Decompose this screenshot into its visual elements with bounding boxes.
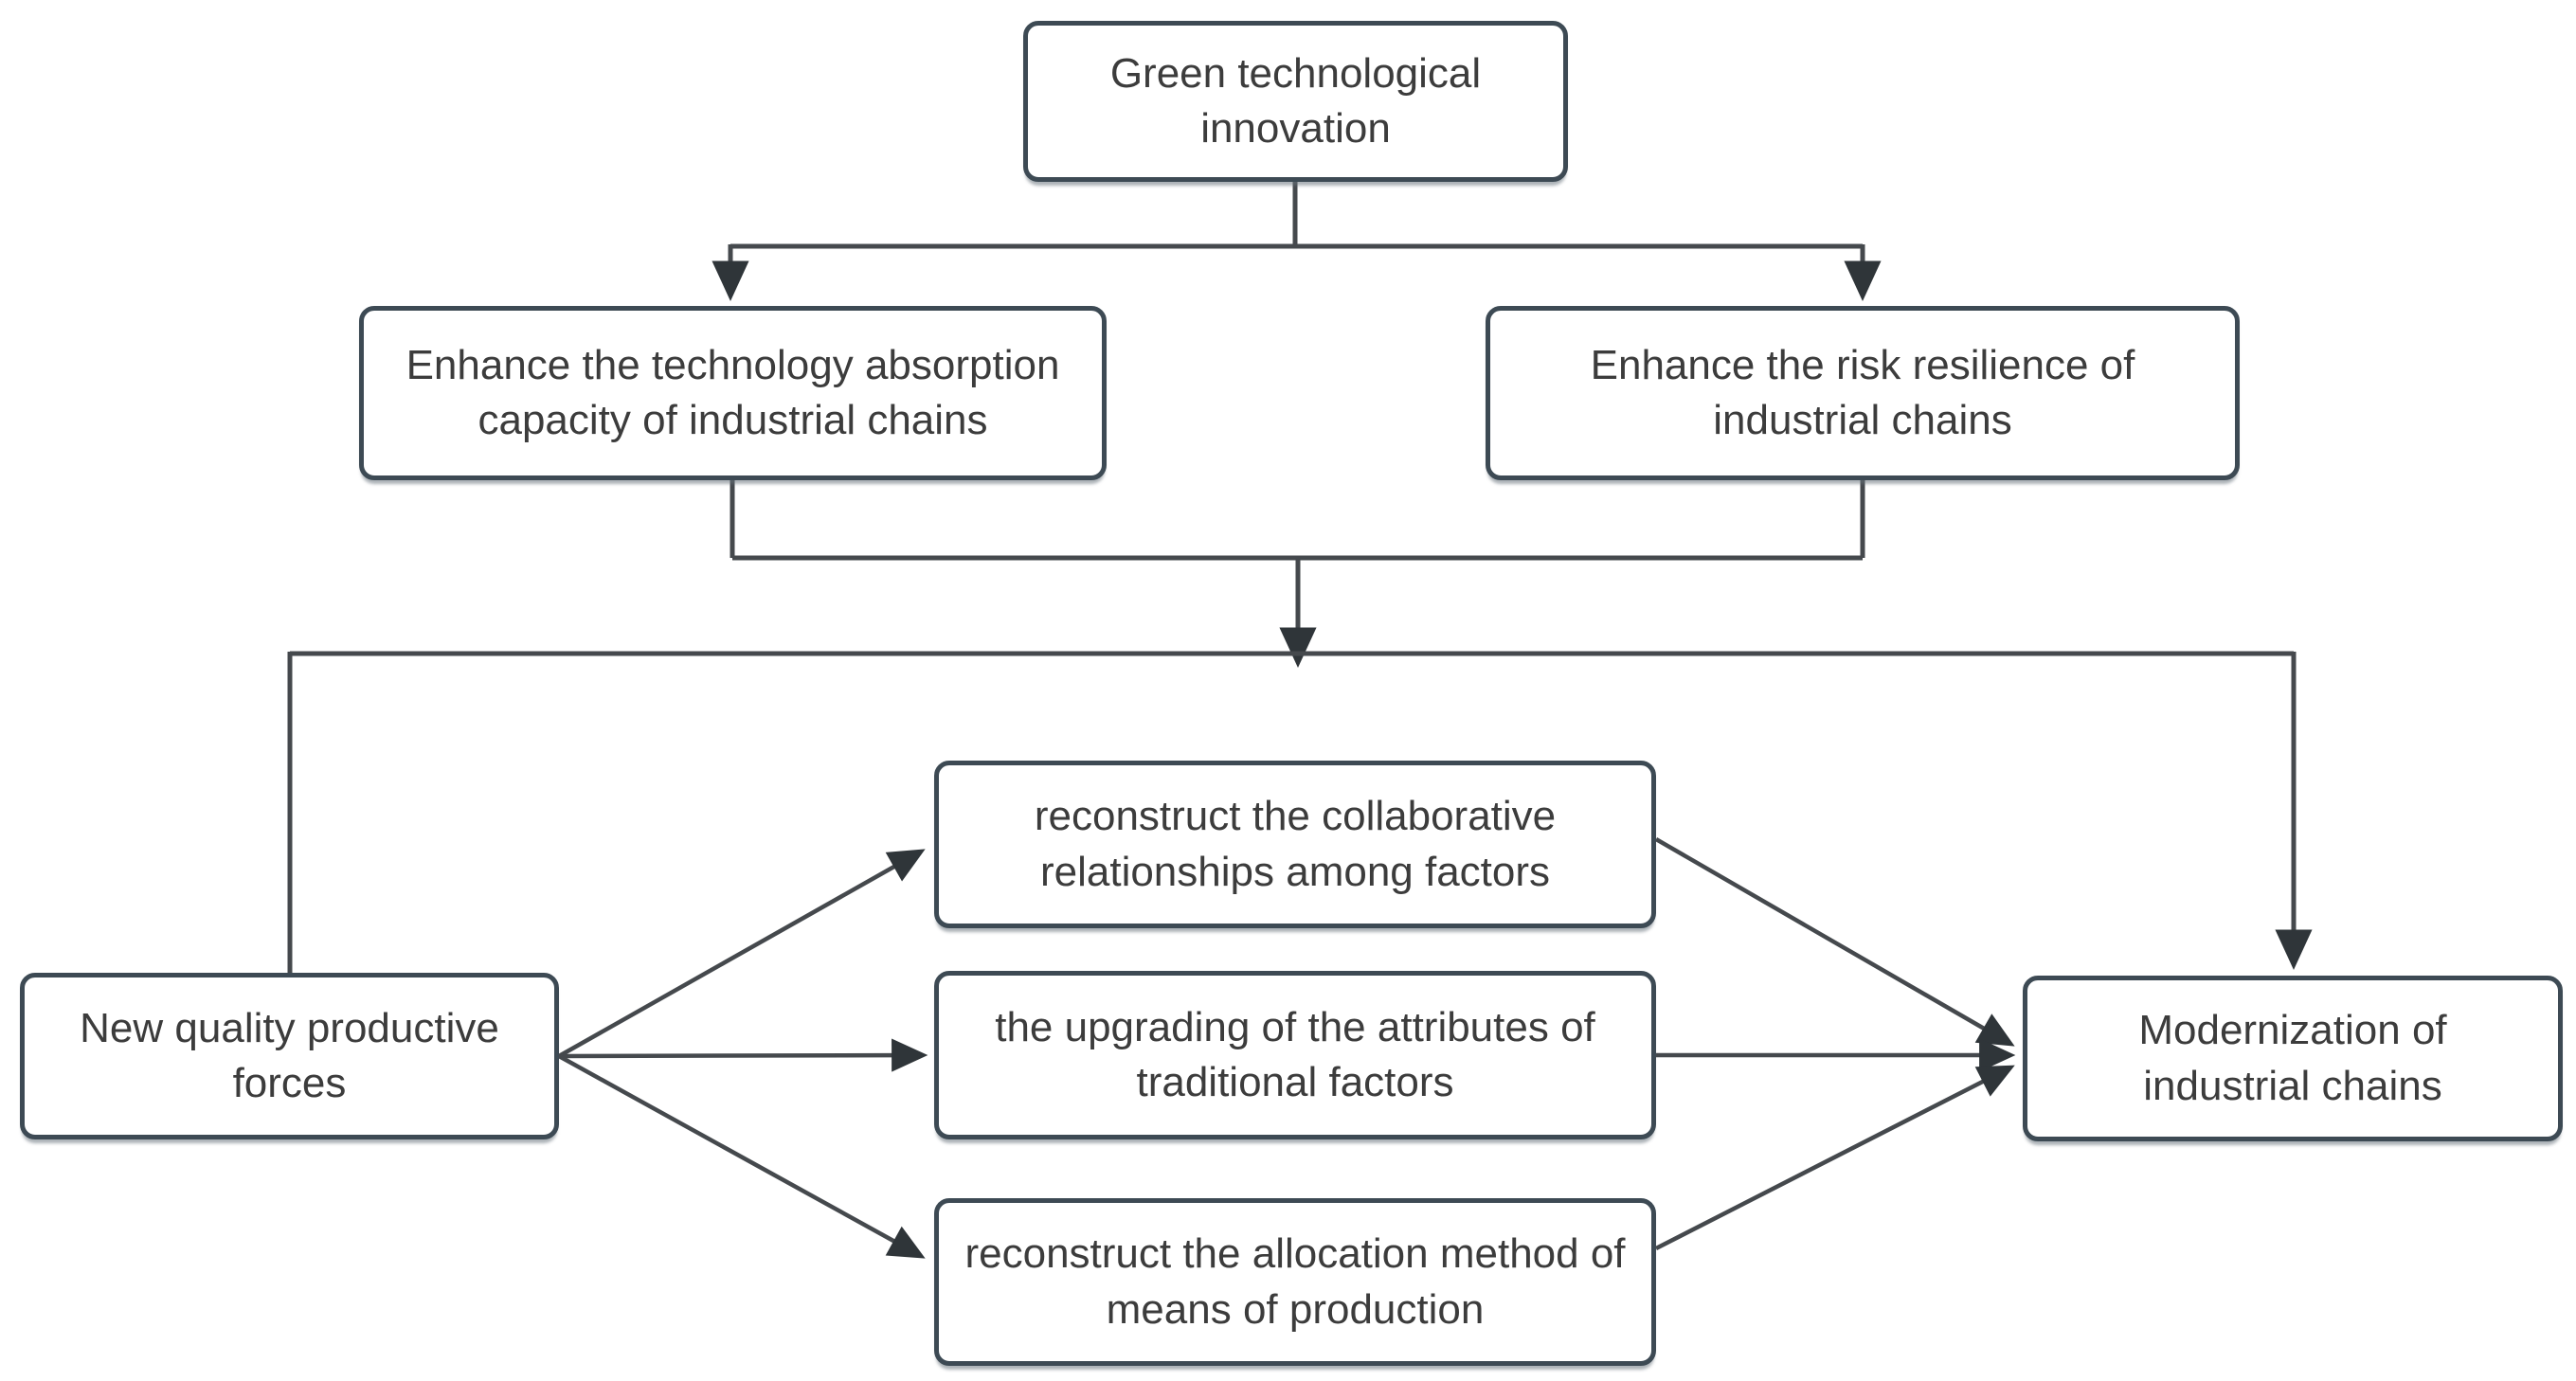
edge-nqpf-to-upgrading <box>558 1038 928 1072</box>
node-green-technological-innovation: Green technological innovation <box>1023 21 1568 182</box>
node-reconstruct-collaborative-relationships: reconstruct the collaborative relationsh… <box>934 761 1656 928</box>
node-label: Modernization of industrial chains <box>2138 1007 2447 1109</box>
edge-collab-to-modernization <box>1654 837 2015 1047</box>
node-upgrading-of-traditional-factors: the upgrading of the attributes of tradi… <box>934 971 1656 1139</box>
edge-nqpf-to-collab <box>557 849 926 1058</box>
edge-allocation-to-modernization <box>1654 1065 2015 1251</box>
node-label: reconstruct the allocation method of mea… <box>964 1230 1626 1333</box>
node-modernization-of-industrial-chains: Modernization of industrial chains <box>2023 976 2563 1141</box>
edge-nqpf-to-allocation <box>557 1054 926 1259</box>
node-enhance-technology-absorption-capacity: Enhance the technology absorption capaci… <box>359 306 1107 480</box>
node-label: reconstruct the collaborative relationsh… <box>1034 793 1557 895</box>
node-enhance-risk-resilience: Enhance the risk resilience of industria… <box>1486 306 2240 480</box>
node-label: Enhance the technology absorption capaci… <box>405 341 1060 443</box>
node-label: the upgrading of the attributes of tradi… <box>995 1003 1595 1105</box>
node-reconstruct-allocation-method: reconstruct the allocation method of mea… <box>934 1198 1656 1366</box>
node-label: Green technological innovation <box>1109 49 1482 152</box>
node-new-quality-productive-forces: New quality productive forces <box>20 973 559 1139</box>
node-label: Enhance the risk resilience of industria… <box>1590 341 2135 443</box>
node-label: New quality productive forces <box>80 1004 499 1106</box>
